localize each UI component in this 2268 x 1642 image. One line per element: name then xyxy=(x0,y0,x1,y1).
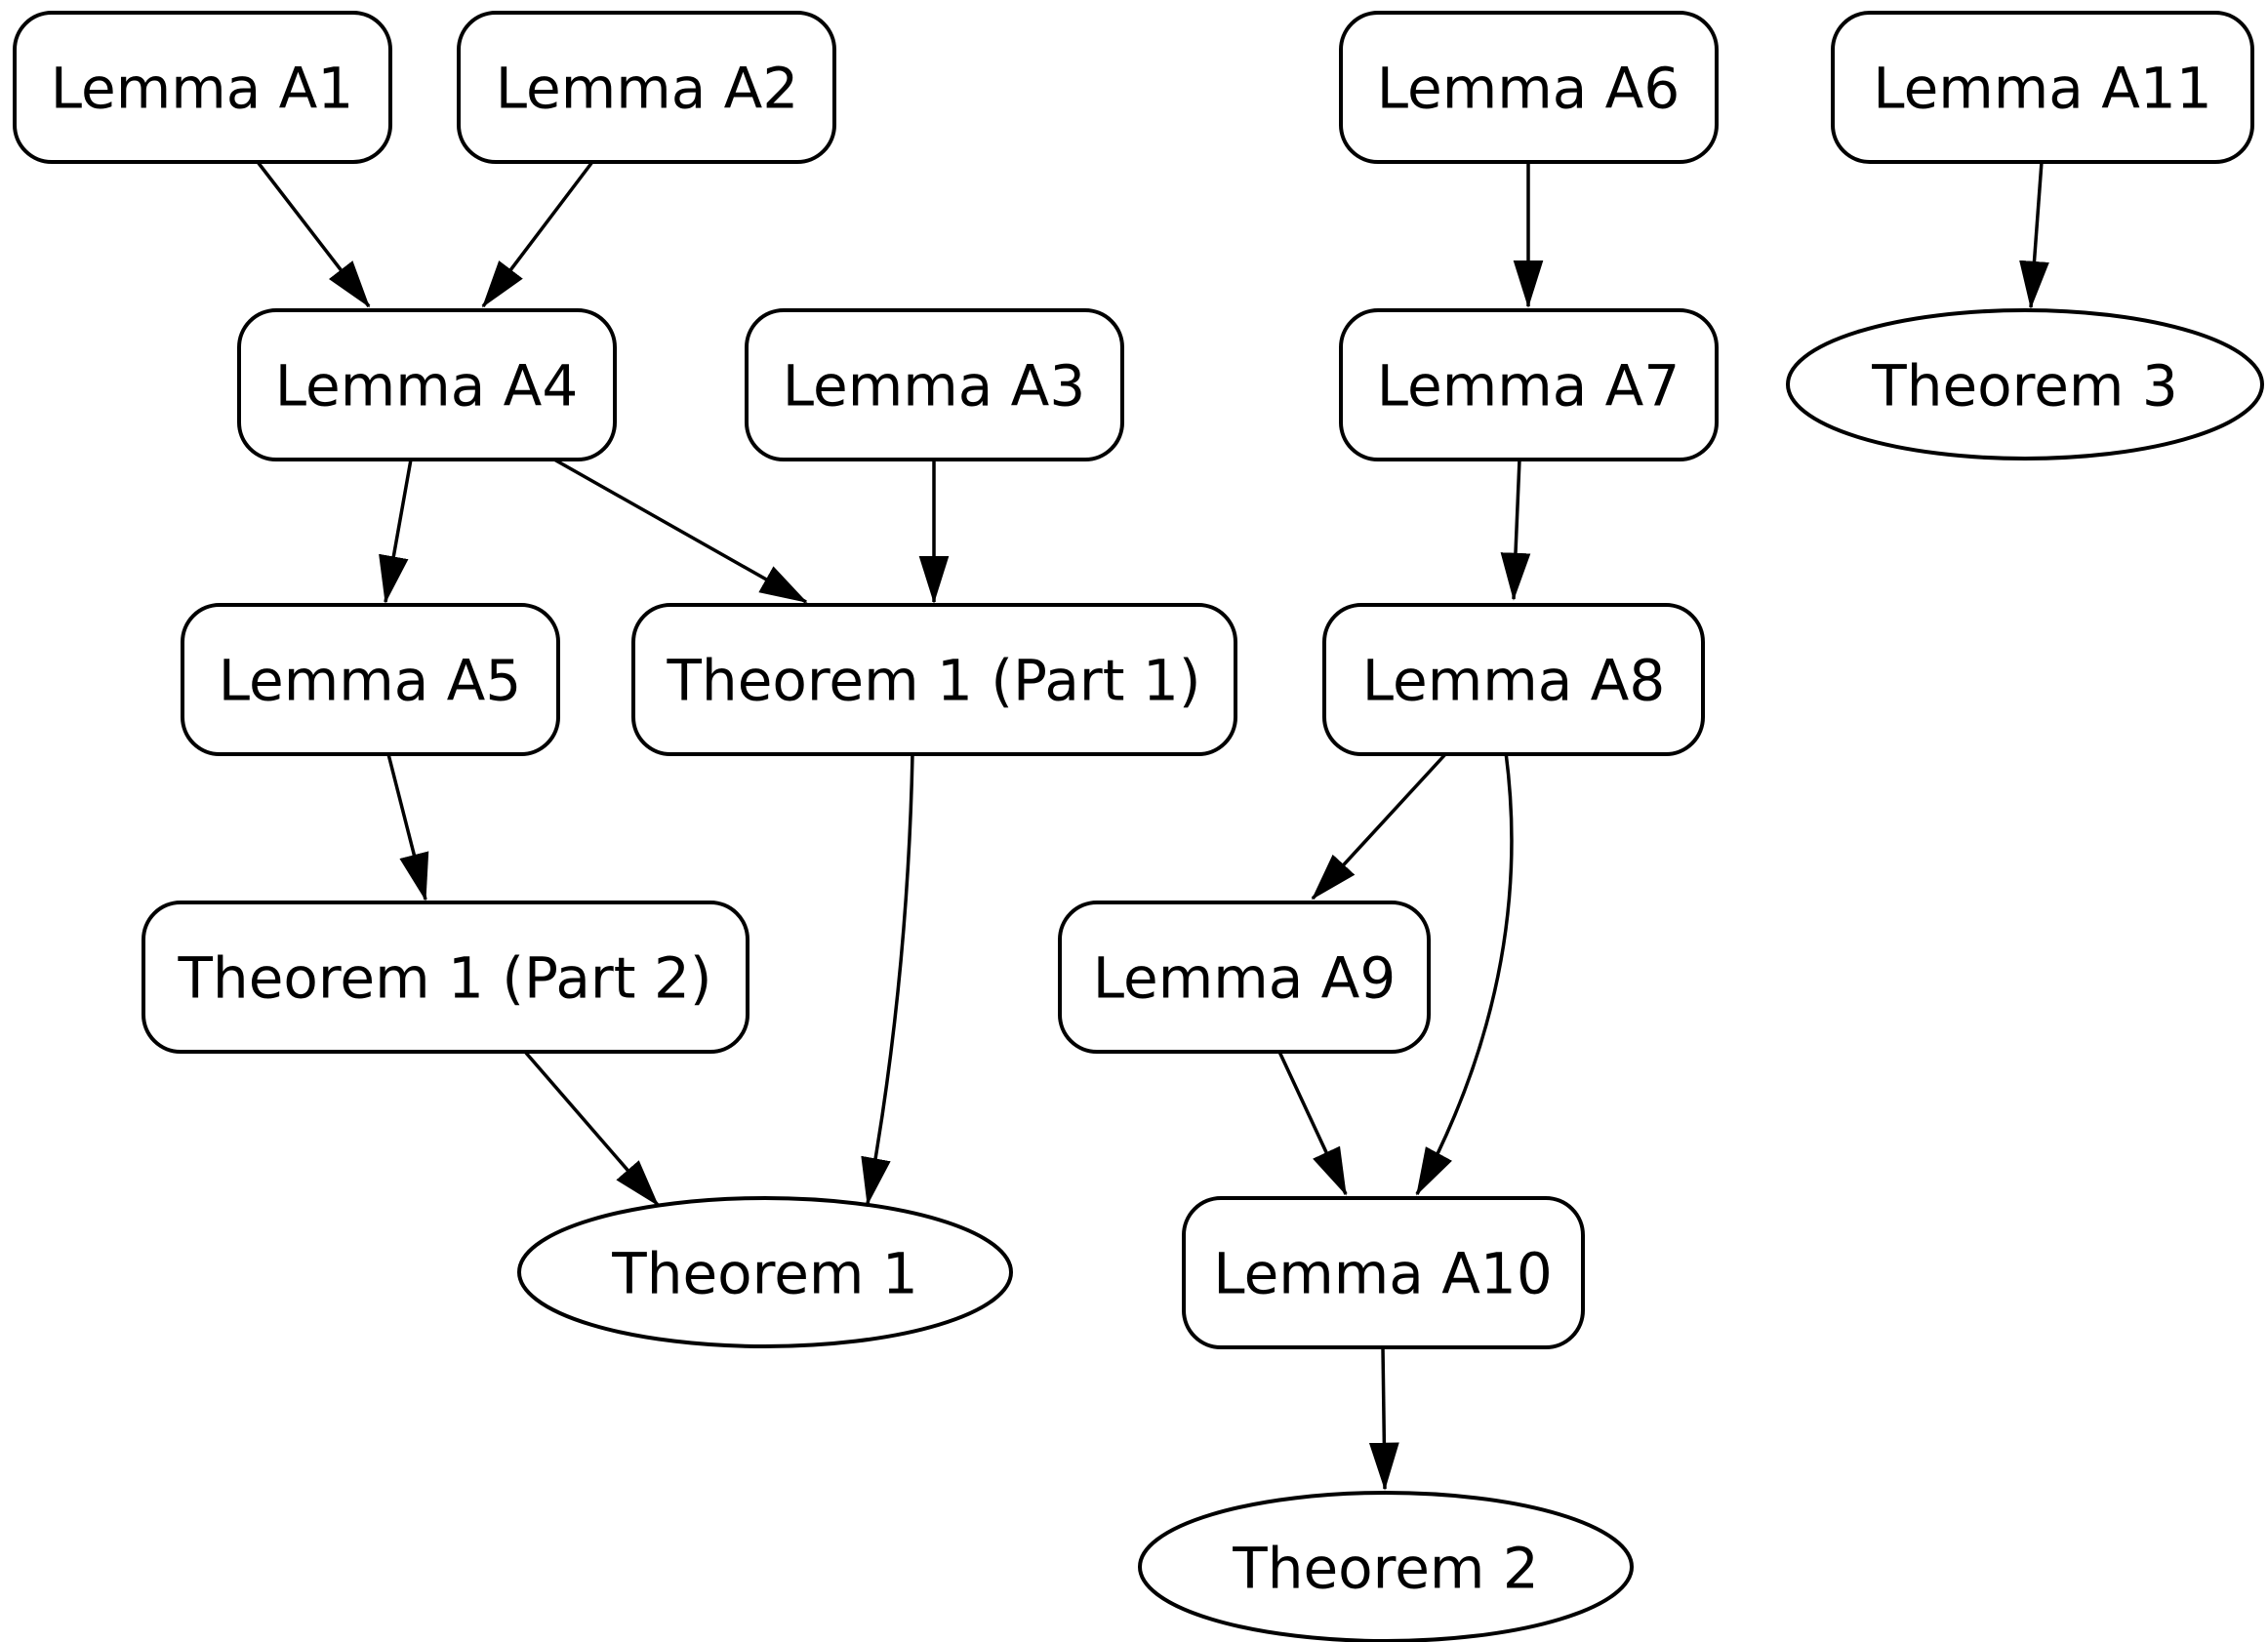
lemma-a6-box xyxy=(1339,11,1719,164)
edge-lemma-a4-to-lemma-a5 xyxy=(379,459,413,604)
edge-lemma-a9-to-lemma-a10 xyxy=(1277,1051,1348,1196)
theorem-1-ellipse xyxy=(517,1196,1013,1348)
edge-lemma-a11-to-theorem-3 xyxy=(2019,161,2049,309)
lemma-a1-label: Lemma A1 xyxy=(51,55,354,121)
theorem-3-label: Theorem 3 xyxy=(1871,352,2177,419)
node-lemma-a9: Lemma A9 xyxy=(1058,901,1431,1054)
edge-lemma-a5-to-theorem-1-part-2 xyxy=(386,753,429,901)
node-lemma-a3: Lemma A3 xyxy=(745,308,1124,461)
lemma-a7-label: Lemma A7 xyxy=(1377,352,1681,419)
node-lemma-a5: Lemma A5 xyxy=(181,603,560,756)
lemma-a5-label: Lemma A5 xyxy=(219,647,522,713)
lemma-a8-label: Lemma A8 xyxy=(1362,647,1666,713)
edge-lemma-a4-to-theorem-1-part-1 xyxy=(553,458,808,604)
lemma-a8-box xyxy=(1322,603,1705,756)
lemma-a11-box xyxy=(1831,11,2254,164)
node-lemma-a1: Lemma A1 xyxy=(13,11,392,164)
theorem-1-part-1-box xyxy=(631,603,1237,756)
theorem-1-part-2-box xyxy=(142,901,749,1054)
lemma-a10-box xyxy=(1182,1196,1585,1349)
node-lemma-a2: Lemma A2 xyxy=(457,11,836,164)
lemma-a2-label: Lemma A2 xyxy=(496,55,799,121)
lemma-a7-box xyxy=(1339,308,1719,461)
theorem-1-part-2-label: Theorem 1 (Part 2) xyxy=(178,944,712,1011)
theorem-1-part-1-label: Theorem 1 (Part 1) xyxy=(667,647,1201,713)
lemma-a2-box xyxy=(457,11,836,164)
edge-lemma-a2-to-lemma-a4 xyxy=(481,160,594,308)
lemma-a4-label: Lemma A4 xyxy=(275,352,579,419)
theorem-2-label: Theorem 2 xyxy=(1232,1535,1538,1601)
edge-theorem-1-part-2-to-theorem-1 xyxy=(523,1050,660,1207)
node-lemma-a6: Lemma A6 xyxy=(1339,11,1719,164)
lemma-a1-box xyxy=(13,11,392,164)
theorem-3-ellipse xyxy=(1786,308,2264,461)
edge-lemma-a8-to-lemma-a9 xyxy=(1311,750,1449,901)
node-lemma-a11: Lemma A11 xyxy=(1831,11,2254,164)
node-theorem-2: Theorem 2 xyxy=(1138,1491,1634,1642)
lemma-a3-label: Lemma A3 xyxy=(783,352,1086,419)
lemma-a10-label: Lemma A10 xyxy=(1213,1240,1552,1306)
node-lemma-a10: Lemma A10 xyxy=(1182,1196,1585,1349)
node-theorem-1: Theorem 1 xyxy=(517,1196,1013,1348)
edge-lemma-a7-to-lemma-a8 xyxy=(1500,459,1531,601)
lemma-a11-label: Lemma A11 xyxy=(1873,55,2211,121)
theorem-2-ellipse xyxy=(1138,1491,1634,1642)
node-theorem-1-part-1: Theorem 1 (Part 1) xyxy=(631,603,1237,756)
lemma-a6-label: Lemma A6 xyxy=(1377,55,1681,121)
edge-lemma-a10-to-theorem-2 xyxy=(1368,1346,1399,1491)
lemma-a4-box xyxy=(237,308,617,461)
node-theorem-1-part-2: Theorem 1 (Part 2) xyxy=(142,901,749,1054)
lemma-a5-box xyxy=(181,603,560,756)
node-layer: Lemma A1 Lemma A2 Lemma A6 Lemma A11 Lem… xyxy=(13,11,2264,1642)
lemma-a9-label: Lemma A9 xyxy=(1093,944,1397,1011)
edge-lemma-a8-to-lemma-a10 xyxy=(1415,751,1514,1196)
theorem-1-label: Theorem 1 xyxy=(611,1240,917,1306)
edge-lemma-a1-to-lemma-a4 xyxy=(256,160,371,308)
node-lemma-a4: Lemma A4 xyxy=(237,308,617,461)
node-theorem-3: Theorem 3 xyxy=(1786,308,2264,461)
lemma-a3-box xyxy=(745,308,1124,461)
node-lemma-a7: Lemma A7 xyxy=(1339,308,1719,461)
edge-layer xyxy=(256,160,2049,1491)
lemma-a9-box xyxy=(1058,901,1431,1054)
edge-theorem-1-part-1-to-theorem-1 xyxy=(861,753,914,1206)
node-lemma-a8: Lemma A8 xyxy=(1322,603,1705,756)
